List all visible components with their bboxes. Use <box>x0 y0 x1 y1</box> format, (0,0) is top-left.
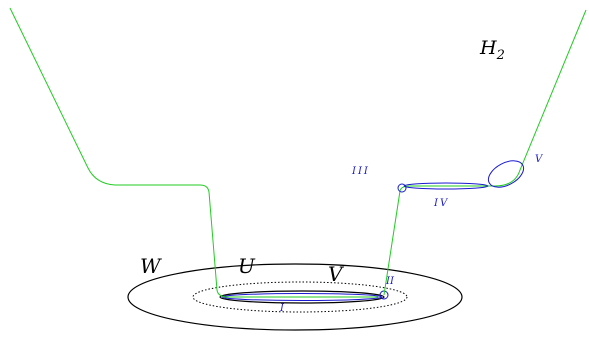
label-h2: H2 <box>479 37 505 63</box>
label-ii: II <box>385 276 395 287</box>
loop-i <box>221 293 383 301</box>
green-curve-left <box>9 7 378 298</box>
loop-iii <box>397 183 407 193</box>
ellipse-w <box>127 263 463 331</box>
label-w: W <box>140 254 162 278</box>
label-v: V <box>328 262 345 286</box>
label-iii: III <box>351 166 370 177</box>
ellipse-v <box>219 290 385 304</box>
label-iv: IV <box>433 198 449 209</box>
label-u: U <box>238 254 256 278</box>
ellipse-u-dotted <box>192 281 408 313</box>
loop-iv <box>403 182 489 190</box>
label-i: I <box>279 303 285 314</box>
label-v-roman: V <box>535 154 544 165</box>
loop-ii <box>379 290 389 300</box>
loop-v <box>487 160 525 188</box>
green-curve-right <box>383 9 587 296</box>
